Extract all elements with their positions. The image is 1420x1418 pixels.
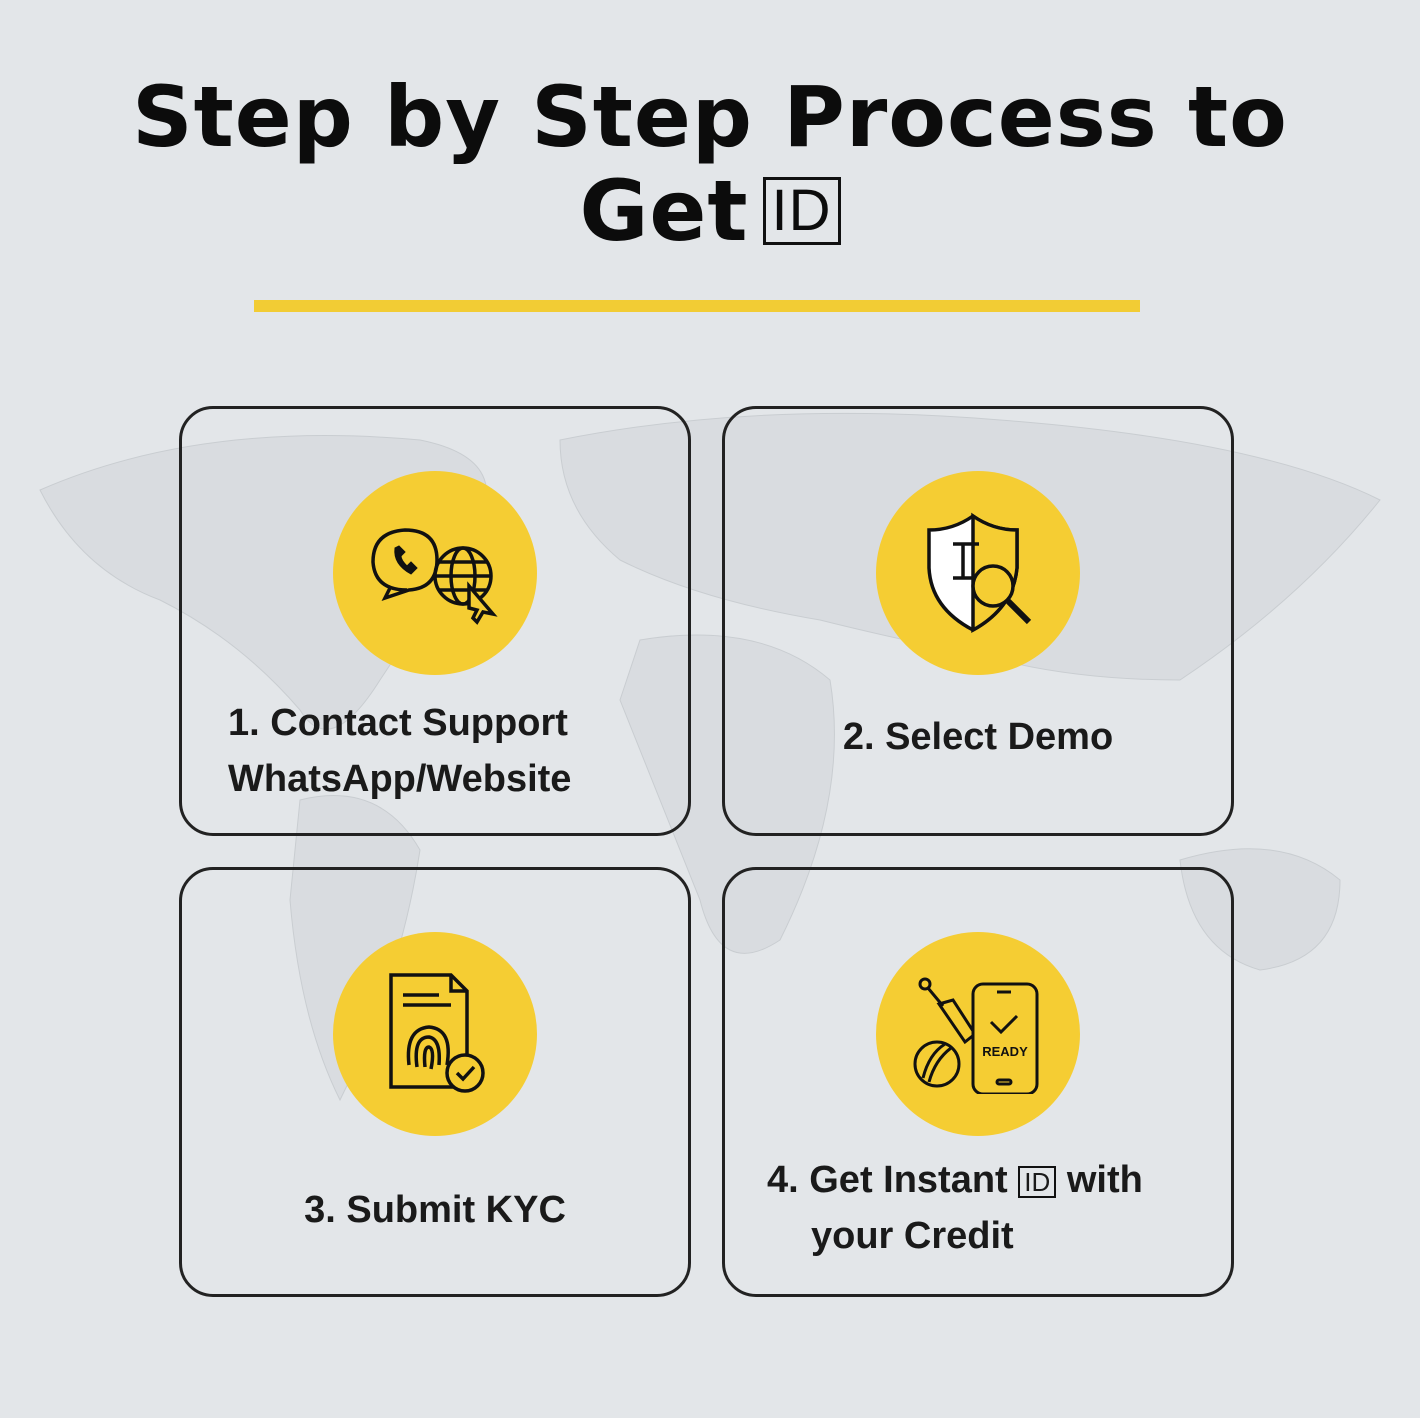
step-card-3: 3. Submit KYC — [179, 867, 691, 1297]
step-3-icon-circle — [333, 932, 537, 1136]
fingerprint-document-icon — [389, 973, 485, 1093]
step-3-label: 3. Submit KYC — [304, 1189, 566, 1231]
step-card-1: 1. Contact Support WhatsApp/Website — [179, 406, 691, 836]
ready-text: READY — [982, 1044, 1028, 1059]
title-line-2: Get — [579, 162, 749, 260]
step-4-line-2: your Credit — [811, 1215, 1014, 1257]
step-2-icon-circle — [876, 471, 1080, 675]
title-line-1: Step by Step Process to — [132, 68, 1288, 166]
step-card-2: 2. Select Demo — [722, 406, 1234, 836]
id-badge-icon: ID — [762, 177, 841, 246]
step-2-label: 2. Select Demo — [842, 716, 1114, 758]
step-4-line-1-end: with — [1066, 1159, 1143, 1201]
title-underline — [254, 300, 1140, 312]
step-4-line-1: 4. Get Instant — [767, 1159, 1008, 1201]
step-1-label: 1. Contact Support WhatsApp/Website — [228, 695, 571, 807]
step-card-4: READY 4. Get Instant ID with your Credit — [722, 867, 1234, 1297]
id-badge-icon: ID — [1018, 1165, 1057, 1198]
cricket-phone-icon: READY — [913, 977, 1039, 1094]
step-4-icon-circle: READY — [876, 932, 1080, 1136]
step-1-line-1: 1. Contact Support — [228, 702, 568, 744]
step-4-label: 4. Get Instant ID with your Credit — [767, 1152, 1143, 1264]
shield-search-icon — [927, 512, 1032, 633]
whatsapp-globe-icon — [371, 528, 498, 625]
step-1-icon-circle — [333, 471, 537, 675]
step-1-line-2: WhatsApp/Website — [228, 758, 572, 800]
